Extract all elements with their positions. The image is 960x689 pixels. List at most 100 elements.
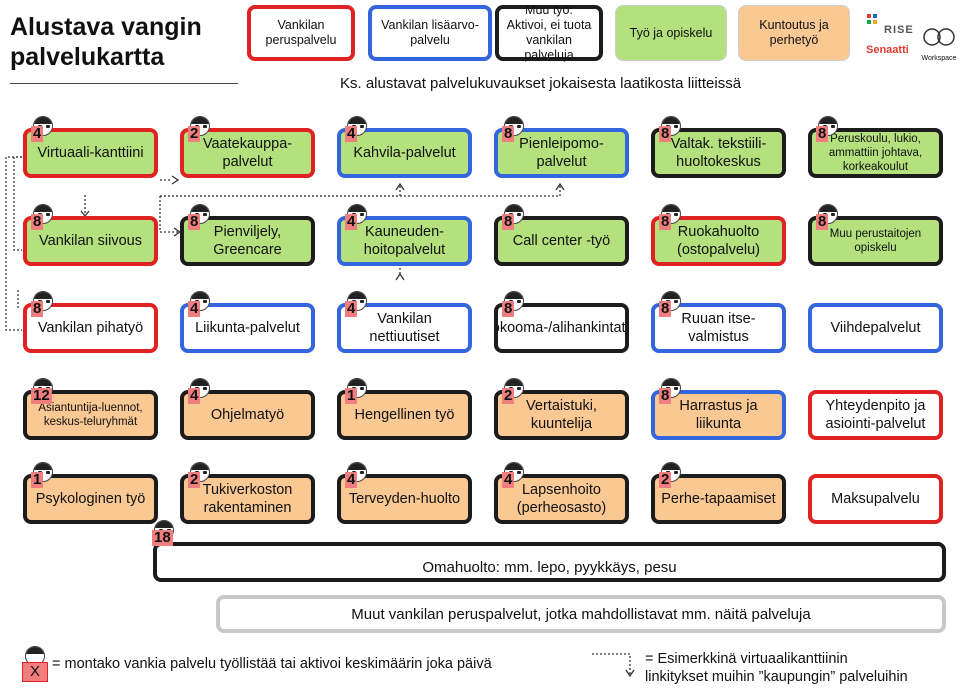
count-badge: 12 bbox=[31, 378, 53, 404]
box-farming: Pienviljely, Greencare bbox=[180, 216, 315, 266]
count-badge: 8 bbox=[502, 204, 524, 230]
count-value: 2 bbox=[502, 387, 515, 404]
badge-x: X bbox=[22, 662, 48, 682]
legend-link-text-1: = Esimerkkinä virtuaalikanttiinin bbox=[645, 651, 848, 667]
count-value: 8 bbox=[659, 125, 672, 142]
count-badge: 4 bbox=[188, 378, 210, 404]
box-contact-services: Yhteydenpito ja asiointi-palvelut bbox=[808, 390, 943, 440]
rise-logo: RISE bbox=[866, 12, 914, 45]
box-label: Hengellinen työ bbox=[354, 407, 455, 423]
legend-link-text-2: linkitykset muihin ”kaupungin” palveluih… bbox=[645, 669, 908, 685]
page-title: Alustava vangin palvelukartta bbox=[10, 13, 202, 71]
count-value: 4 bbox=[345, 125, 358, 142]
count-value: 4 bbox=[502, 471, 515, 488]
box-label: Muu perustaitojen opiskelu bbox=[829, 228, 922, 254]
box-expert-lectures: Asiantuntija-luennot, keskus-teluryhmät bbox=[23, 390, 158, 440]
box-self-cooking: Ruuan itse-valmistus bbox=[651, 303, 786, 353]
count-badge: 8 bbox=[659, 291, 681, 317]
count-value: 12 bbox=[31, 387, 52, 404]
count-value: 8 bbox=[816, 213, 829, 230]
count-badge: 8 bbox=[502, 291, 524, 317]
legend-link-icon bbox=[592, 653, 635, 678]
count-badge: 2 bbox=[659, 462, 681, 488]
count-value: 8 bbox=[31, 213, 44, 230]
rise-text: RISE bbox=[884, 24, 914, 36]
count-value: 2 bbox=[188, 471, 201, 488]
box-spiritual-work: Hengellinen työ bbox=[337, 390, 472, 440]
box-label: Vankilan siivous bbox=[39, 233, 142, 249]
count-value: 4 bbox=[345, 213, 358, 230]
box-label: Lapsenhoito (perheosasto) bbox=[516, 482, 607, 516]
attachment-note: Ks. alustavat palvelukuvaukset jokaisest… bbox=[340, 75, 742, 92]
legend-other-work: Muu työ: Aktivoi, ei tuota vankilan palv… bbox=[495, 3, 603, 62]
box-label: Ruuan itse-valmistus bbox=[681, 311, 756, 345]
box-label: Valtak. tekstiili-huoltokeskus bbox=[670, 136, 767, 170]
box-clothing-shop: Vaatekauppa-palvelut bbox=[180, 128, 315, 178]
count-badge: 8 bbox=[659, 378, 681, 404]
box-schooling: Peruskoulu, lukio, ammattiin johtava, ko… bbox=[808, 128, 943, 178]
count-value: 8 bbox=[659, 387, 672, 404]
box-catering: Ruokahuolto (ostopalvelu) bbox=[651, 216, 786, 266]
count-badge: 4 bbox=[502, 462, 524, 488]
count-badge: 8 bbox=[502, 116, 524, 142]
count-value: 1 bbox=[345, 387, 358, 404]
count-value: 4 bbox=[188, 387, 201, 404]
count-value: 8 bbox=[502, 125, 515, 142]
count-badge: 8 bbox=[31, 204, 53, 230]
count-value: 4 bbox=[345, 471, 358, 488]
count-badge: 4 bbox=[345, 462, 367, 488]
count-badge: 8 bbox=[188, 204, 210, 230]
box-assembly-work: Kokoomа-/alihankintatyö bbox=[494, 303, 629, 353]
other-services-label: Muut vankilan peruspalvelut, jotka mahdo… bbox=[351, 605, 811, 623]
count-value: 8 bbox=[502, 213, 515, 230]
box-basic-skills: Muu perustaitojen opiskelu bbox=[808, 216, 943, 266]
box-label: Perhe-tapaamiset bbox=[661, 491, 776, 507]
box-childcare: Lapsenhoito (perheosasto) bbox=[494, 474, 629, 524]
box-label: Liikunta-palvelut bbox=[195, 320, 300, 336]
box-beauty-care: Kauneuden-hoitopalvelut bbox=[337, 216, 472, 266]
self-care-label: Omahuolto: mm. lepo, pyykkäys, pesu bbox=[422, 559, 677, 576]
count-value: 4 bbox=[345, 300, 358, 317]
box-program-work: Ohjelmatyö bbox=[180, 390, 315, 440]
count-value: 18 bbox=[152, 529, 173, 546]
box-family-visits: Perhe-tapaamiset bbox=[651, 474, 786, 524]
box-label: Viihdepalvelut bbox=[830, 320, 921, 336]
workspace-text: Workspace bbox=[921, 55, 957, 62]
box-yard-work: Vankilan pihatyö bbox=[23, 303, 158, 353]
box-other-services: Muut vankilan peruspalvelut, jotka mahdo… bbox=[216, 595, 946, 633]
box-health-care: Terveyden-huolto bbox=[337, 474, 472, 524]
box-label: Terveyden-huolto bbox=[348, 491, 461, 507]
box-label: Harrastus ja liikunta bbox=[679, 398, 758, 432]
count-badge: 8 bbox=[659, 204, 681, 230]
count-badge: 4 bbox=[345, 204, 367, 230]
legend-basic-service: Vankilan peruspalvelu bbox=[247, 5, 355, 61]
legend-badge-text: = montako vankia palvelu työllistää tai … bbox=[52, 656, 492, 672]
count-badge: 1 bbox=[31, 462, 53, 488]
box-label: Vaatekauppa-palvelut bbox=[202, 136, 293, 170]
count-value: 8 bbox=[659, 213, 672, 230]
box-label: Tukiverkoston rakentaminen bbox=[202, 482, 293, 516]
box-label: Kahvila-palvelut bbox=[353, 145, 456, 161]
box-support-network: Tukiverkoston rakentaminen bbox=[180, 474, 315, 524]
box-label: Asiantuntija-luennot, keskus-teluryhmät bbox=[38, 402, 143, 428]
legend-rehab-family: Kuntoutus ja perhetyö bbox=[738, 5, 850, 61]
box-label: Vertaistuki, kuuntelija bbox=[526, 398, 597, 432]
box-label: Psykologinen työ bbox=[35, 491, 146, 507]
count-badge: 4 bbox=[345, 291, 367, 317]
box-call-center: Call center -työ bbox=[494, 216, 629, 266]
box-label: Yhteydenpito ja asiointi-palvelut bbox=[825, 398, 926, 432]
box-entertainment: Viihdepalvelut bbox=[808, 303, 943, 353]
box-label: Peruskoulu, lukio, ammattiin johtava, ko… bbox=[828, 133, 923, 173]
count-value: 2 bbox=[659, 471, 672, 488]
count-value: 2 bbox=[188, 125, 201, 142]
count-value: 8 bbox=[659, 300, 672, 317]
box-sports: Liikunta-palvelut bbox=[180, 303, 315, 353]
box-cafe: Kahvila-palvelut bbox=[337, 128, 472, 178]
box-textile-center: Valtak. tekstiili-huoltokeskus bbox=[651, 128, 786, 178]
count-badge: 2 bbox=[502, 378, 524, 404]
box-hobbies: Harrastus ja liikunta bbox=[651, 390, 786, 440]
count-badge: 8 bbox=[31, 291, 53, 317]
legend-badge-example: X bbox=[22, 646, 48, 682]
box-label: Vankilan pihatyö bbox=[37, 320, 144, 336]
box-label: Ruokahuolto (ostopalvelu) bbox=[676, 224, 760, 258]
